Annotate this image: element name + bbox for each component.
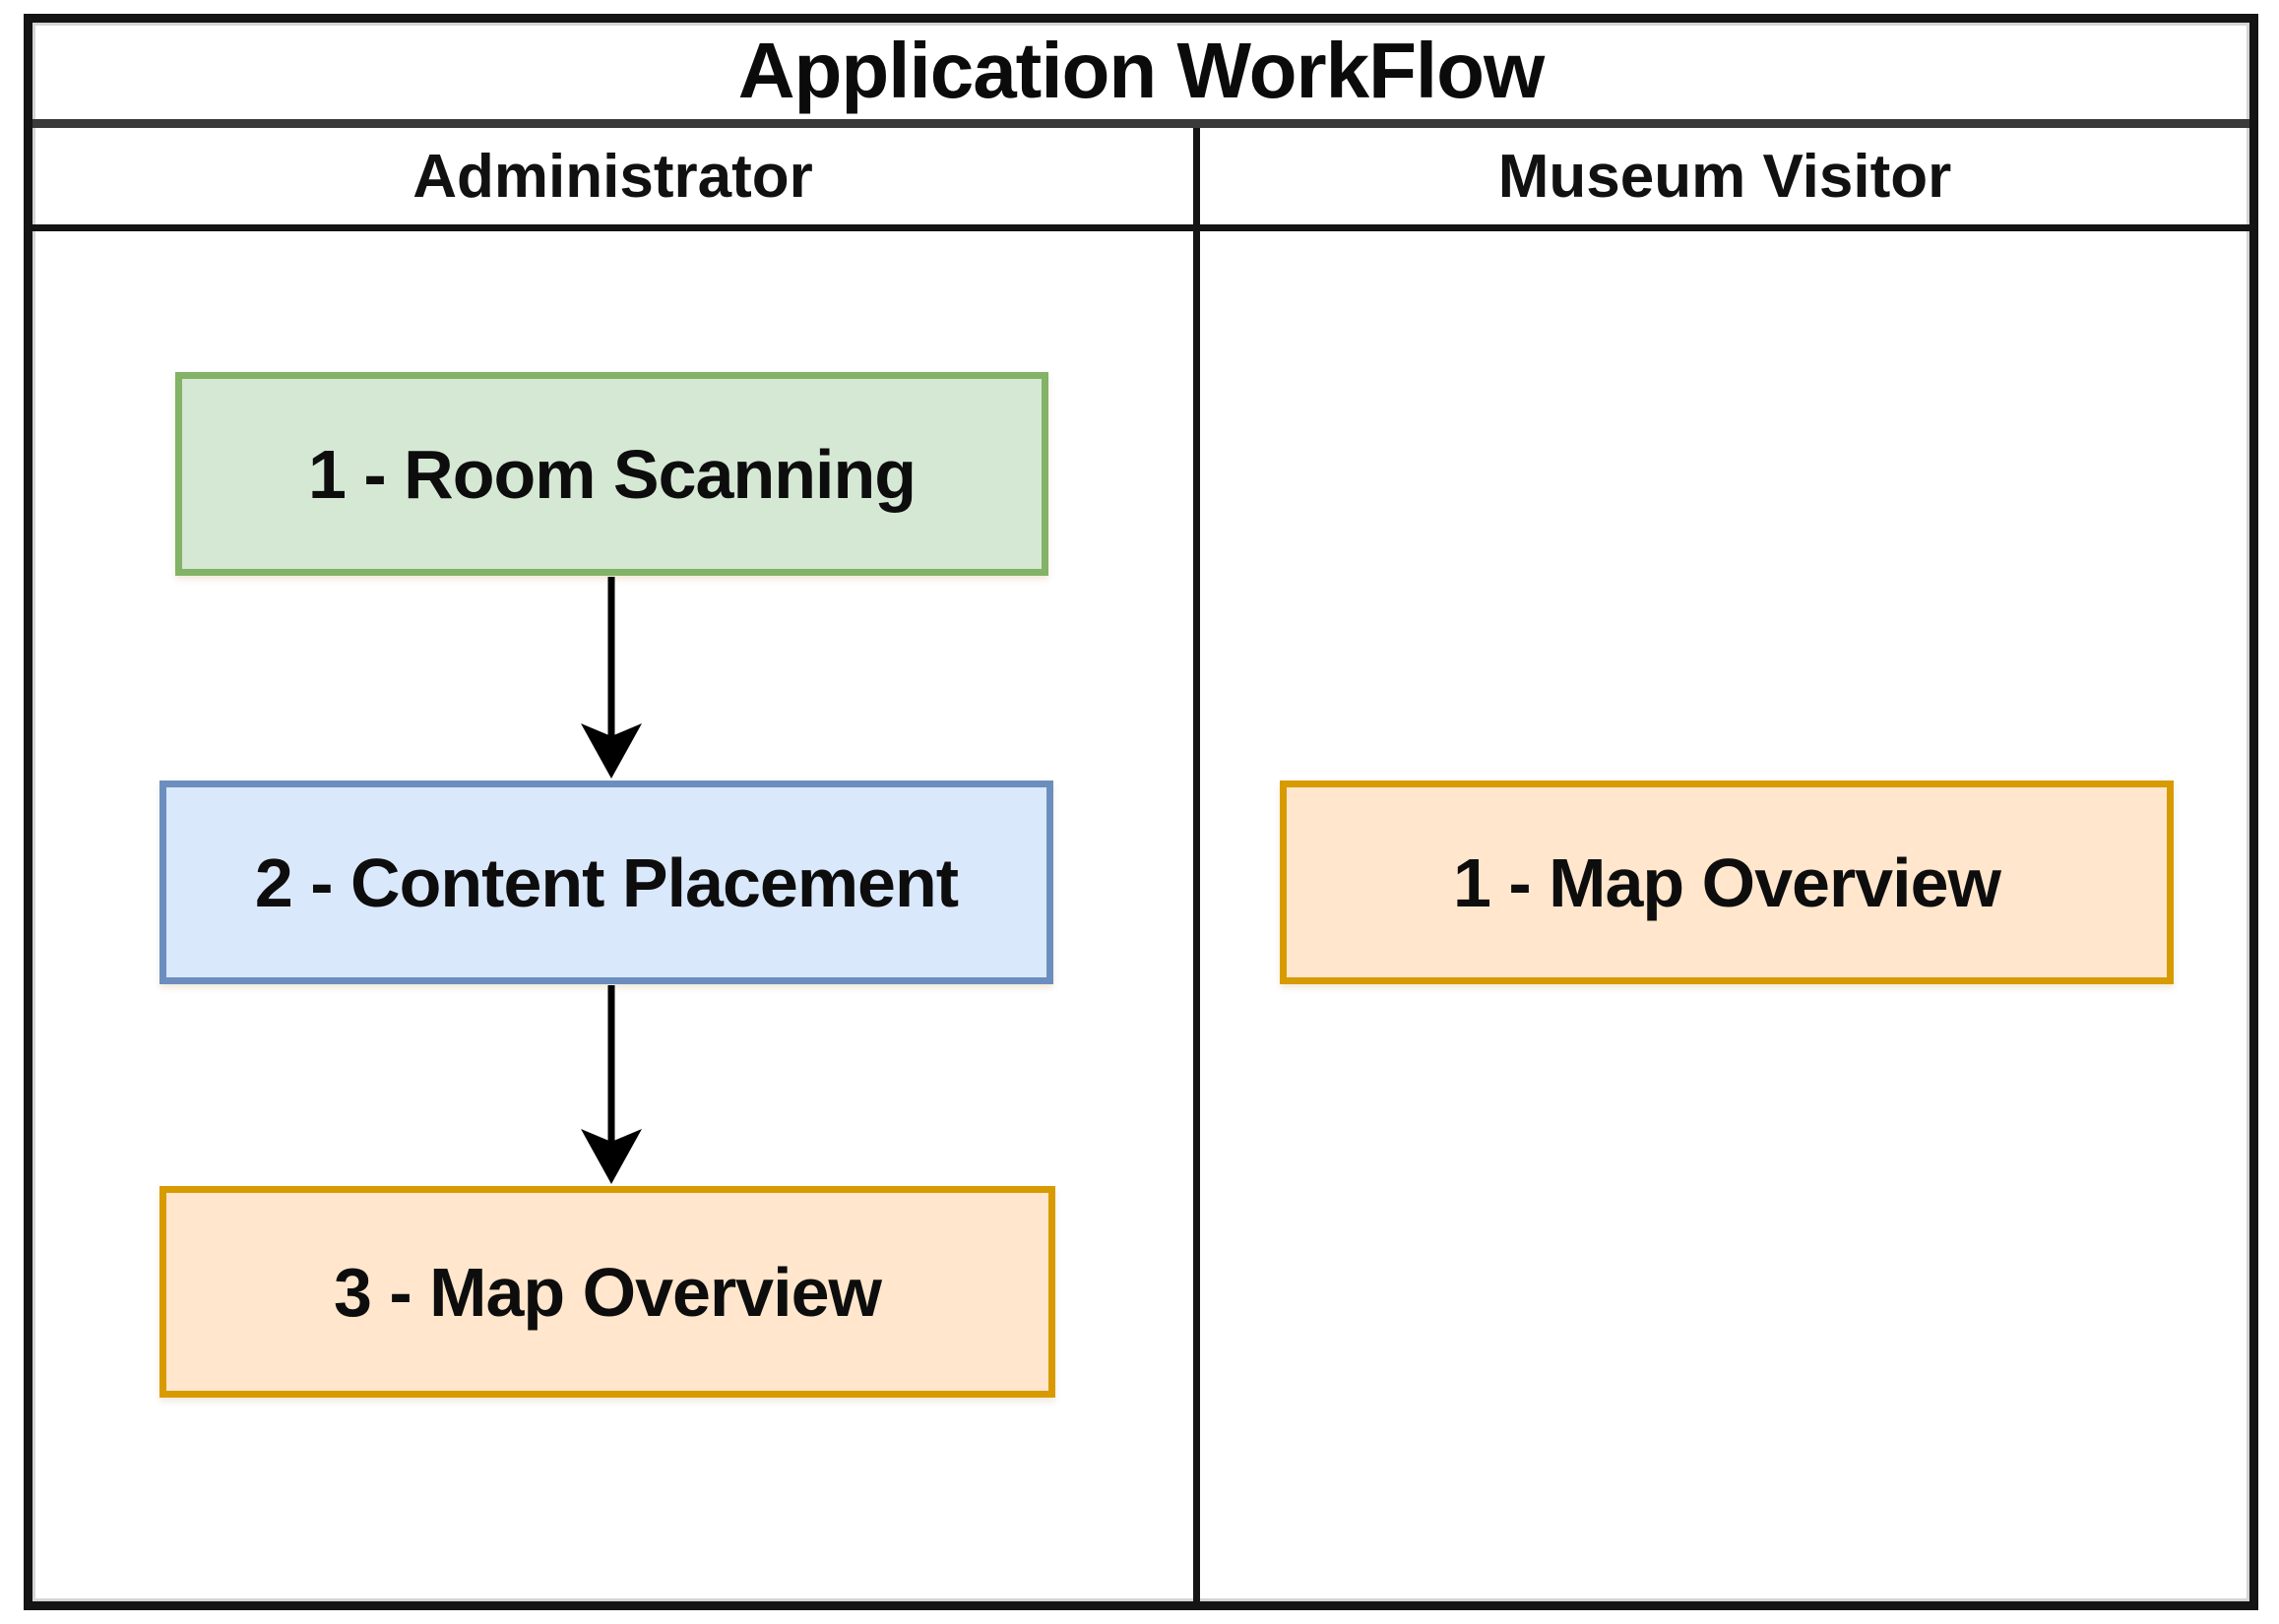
- lane-header-row: Administrator Museum Visitor: [32, 128, 2249, 231]
- diagram-title: Application WorkFlow: [737, 27, 1546, 114]
- node-map-overview-visitor: 1 - Map Overview: [1280, 781, 2174, 984]
- diagram-title-row: Application WorkFlow: [32, 23, 2249, 128]
- lane-header-administrator: Administrator: [412, 142, 813, 211]
- node-room-scanning-label: 1 - Room Scanning: [308, 435, 917, 513]
- node-content-placement: 2 - Content Placement: [159, 781, 1053, 984]
- swimlane-table: Application WorkFlow Administrator Museu…: [24, 14, 2258, 1610]
- node-map-overview-admin: 3 - Map Overview: [159, 1186, 1055, 1398]
- node-room-scanning: 1 - Room Scanning: [175, 372, 1048, 576]
- lane-museum-visitor: [1193, 231, 2249, 1601]
- node-map-overview-visitor-label: 1 - Map Overview: [1453, 843, 2001, 921]
- lane-body-row: [32, 231, 2249, 1601]
- node-map-overview-admin-label: 3 - Map Overview: [334, 1253, 882, 1331]
- node-content-placement-label: 2 - Content Placement: [254, 843, 959, 921]
- lane-header-museum-visitor: Museum Visitor: [1193, 128, 2249, 224]
